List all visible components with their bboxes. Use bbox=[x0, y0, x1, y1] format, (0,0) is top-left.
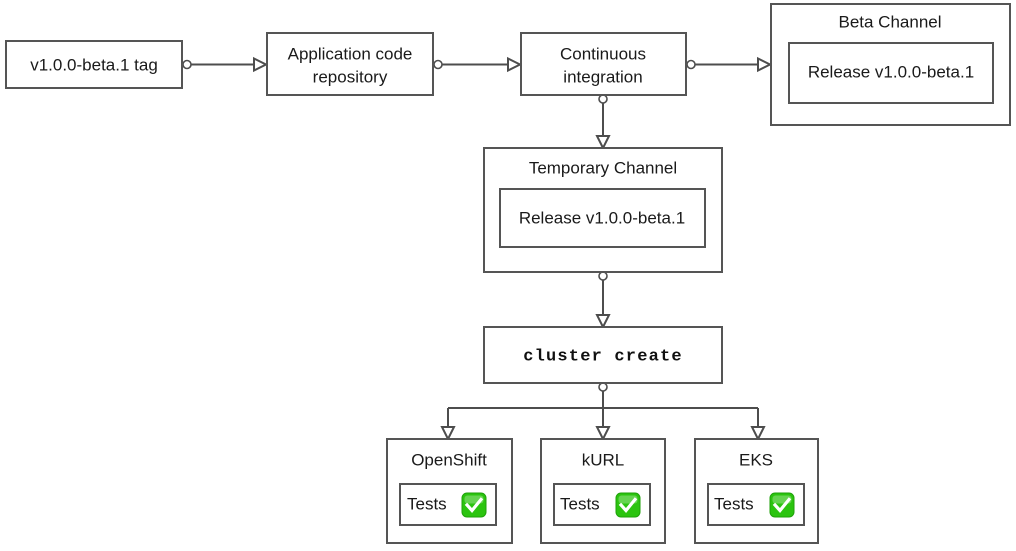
node-temporary-channel-release: Release v1.0.0-beta.1 bbox=[519, 208, 685, 227]
node-repo[interactable]: Application code repository bbox=[266, 32, 434, 96]
check-mark-green-icon bbox=[615, 492, 641, 518]
edge-temporary-channel-to-cluster-create bbox=[595, 271, 611, 330]
node-kurl[interactable]: kURL Tests bbox=[540, 438, 666, 544]
node-beta-channel-release: Release v1.0.0-beta.1 bbox=[808, 62, 974, 81]
node-temporary-channel[interactable]: Temporary Channel Release v1.0.0-beta.1 bbox=[483, 147, 723, 273]
edge-cluster-create-fanout bbox=[440, 382, 766, 442]
node-openshift-title: OpenShift bbox=[411, 450, 487, 469]
node-eks-title: EKS bbox=[739, 450, 773, 469]
node-repo-label-line2: repository bbox=[313, 67, 388, 86]
node-eks-tests-label: Tests bbox=[714, 494, 754, 513]
node-tag-label: v1.0.0-beta.1 tag bbox=[30, 55, 158, 74]
node-continuous-integration[interactable]: Continuous integration bbox=[520, 32, 687, 96]
check-mark-green-icon bbox=[461, 492, 487, 518]
node-openshift[interactable]: OpenShift Tests bbox=[386, 438, 513, 544]
node-repo-label-line1: Application code bbox=[288, 44, 413, 63]
node-beta-channel[interactable]: Beta Channel Release v1.0.0-beta.1 bbox=[770, 3, 1011, 126]
node-eks[interactable]: EKS Tests bbox=[694, 438, 819, 544]
check-mark-green-icon bbox=[769, 492, 795, 518]
node-tag[interactable]: v1.0.0-beta.1 tag bbox=[5, 40, 183, 89]
edge-ci-to-beta-channel bbox=[686, 56, 773, 73]
node-temporary-channel-title: Temporary Channel bbox=[529, 158, 677, 177]
edge-ci-to-temporary-channel bbox=[595, 94, 611, 151]
node-beta-channel-title: Beta Channel bbox=[838, 12, 941, 31]
node-cluster-create-label: cluster create bbox=[523, 347, 683, 366]
node-kurl-title: kURL bbox=[582, 450, 625, 469]
node-kurl-tests-label: Tests bbox=[560, 494, 600, 513]
edge-tag-to-repo bbox=[182, 56, 269, 73]
node-ci-label-line2: integration bbox=[563, 67, 642, 86]
edge-repo-to-ci bbox=[433, 56, 523, 73]
node-ci-label-line1: Continuous bbox=[560, 44, 646, 63]
node-openshift-tests-label: Tests bbox=[407, 494, 447, 513]
node-cluster-create[interactable]: cluster create bbox=[483, 326, 723, 384]
